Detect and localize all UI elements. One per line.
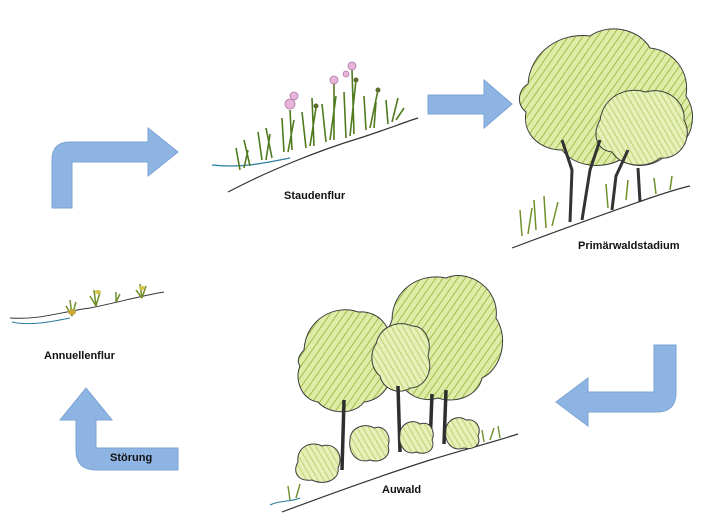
- label-staudenflur: Staudenflur: [284, 190, 345, 202]
- auwald-sketch: [270, 276, 518, 512]
- annuellenflur-sketch: [10, 284, 164, 324]
- label-auwald: Auwald: [382, 484, 421, 496]
- arrow-to-staudenflur: [52, 128, 178, 208]
- primaerwald-sketch: [512, 29, 693, 248]
- staudenflur-sketch: [212, 62, 418, 192]
- label-stoerung: Störung: [110, 452, 152, 464]
- arrow-to-auwald: [556, 345, 676, 426]
- label-primaerwaldstadium: Primärwaldstadium: [578, 240, 679, 252]
- arrow-to-primaerwald: [428, 80, 512, 128]
- label-annuellenflur: Annuellenflur: [44, 350, 115, 362]
